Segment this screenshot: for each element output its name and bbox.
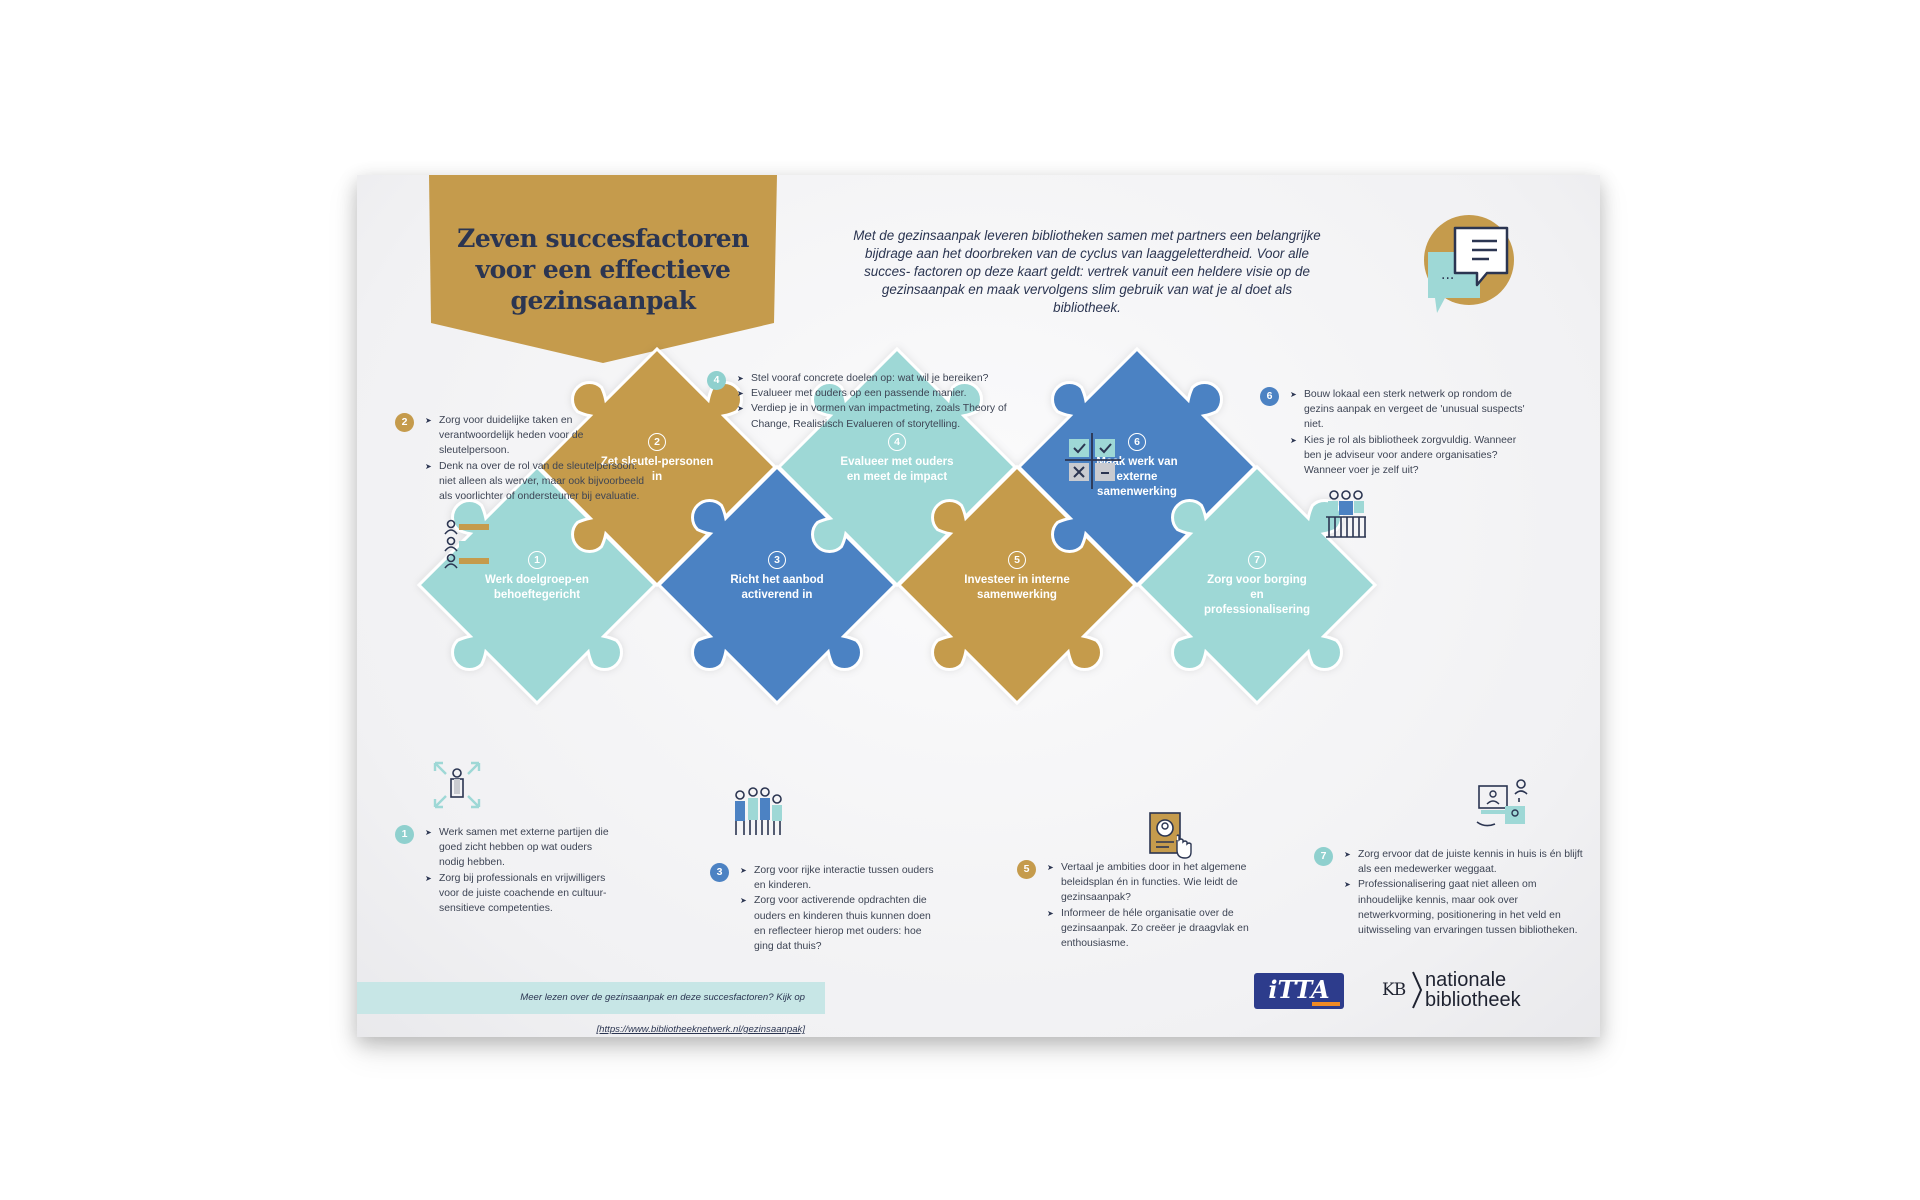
piece-number-badge: 4 <box>888 433 906 451</box>
info-block-5: 5 Vertaal je ambities door in het algemen… <box>1017 860 1257 951</box>
piece-label-text: Maak werk van externe samenwerking <box>1096 456 1178 498</box>
info-bullet: Werk samen met externe partijen die goed… <box>425 825 615 871</box>
footer-bar: Meer lezen over de gezinsaanpak en deze … <box>357 982 825 1035</box>
info-number-badge: 4 <box>707 371 726 390</box>
document-search-icon <box>1149 812 1192 859</box>
info-bullet: Zorg voor activerende opdrachten die oud… <box>740 893 935 954</box>
svg-text:...: ... <box>1441 267 1454 283</box>
puzzle-piece-7 <box>1136 464 1378 706</box>
piece-number-badge: 7 <box>1248 551 1266 569</box>
piece-number-badge: 6 <box>1128 433 1146 451</box>
piece-label-text: Richt het aanbod activerend in <box>730 574 824 601</box>
info-number-badge: 1 <box>395 825 414 844</box>
speech-bubbles-icon: ... <box>1424 215 1514 313</box>
kb-logo-line2: bibliotheek <box>1425 989 1521 1011</box>
info-bullet-list: Werk samen met externe partijen die goed… <box>395 825 615 916</box>
piece-label-text: Zorg voor borging en professionalisering <box>1203 574 1311 616</box>
piece-label-text: Werk doelgroep-en behoeftegericht <box>485 574 589 601</box>
piece-number-badge: 3 <box>768 551 786 569</box>
info-bullet: Verdiep je in vormen van impactmeting, z… <box>737 401 1007 431</box>
info-number-badge: 2 <box>395 413 414 432</box>
piece-label-text: Evalueer met ouders en meet de impact <box>840 456 954 483</box>
info-block-1: 1 Werk samen met externe partijen die goe… <box>395 825 615 916</box>
bracket-icon <box>1412 971 1423 1009</box>
network-people-icon <box>1326 490 1366 538</box>
info-bullet-list: Vertaal je ambities door in het algemene… <box>1017 860 1257 951</box>
info-bullet: Vertaal je ambities door in het algemene… <box>1047 860 1257 906</box>
info-bullet-list: Zorg voor rijke interactie tussen ouders… <box>710 863 935 954</box>
piece-number-badge: 5 <box>1008 551 1026 569</box>
piece-label-text: Investeer in interne samenwerking <box>964 574 1070 601</box>
itta-logo: iTTA <box>1254 973 1344 1009</box>
info-bullet: Kies je rol als bibliotheek zorgvuldig. … <box>1290 433 1530 479</box>
info-bullet: Zorg bij professionals en vrijwilligers … <box>425 871 615 917</box>
info-number-badge: 6 <box>1260 387 1279 406</box>
info-number-badge: 7 <box>1314 847 1333 866</box>
people-list-icon <box>444 519 489 569</box>
info-bullet-list: Zorg voor duidelijke taken en verantwoor… <box>395 413 645 504</box>
poster: Zeven succesfactoren voor een effectieve… <box>357 175 1600 1037</box>
footer-text: Meer lezen over de gezinsaanpak en deze … <box>520 992 805 1003</box>
info-bullet: Informeer de héle organisatie over de ge… <box>1047 906 1257 952</box>
info-bullet: Zorg voor rijke interactie tussen ouders… <box>740 863 935 893</box>
itta-logo-bar <box>1312 1002 1340 1006</box>
piece-number-badge: 2 <box>648 433 666 451</box>
checklist-grid-icon <box>1065 433 1121 489</box>
info-bullet: Zorg voor duidelijke taken en verantwoor… <box>425 413 645 459</box>
info-block-7: 7 Zorg ervoor dat de juiste kennis in hui… <box>1314 847 1584 938</box>
footer-link[interactable]: [https://www.bibliotheeknetwerk.nl/gezin… <box>596 1024 805 1035</box>
info-bullet: Stel vooraf concrete doelen op: wat wil … <box>737 371 1007 386</box>
info-bullet: Denk na over de rol van de sleutelpersoo… <box>425 459 645 505</box>
info-block-3: 3 Zorg voor rijke interactie tussen ouder… <box>710 863 935 954</box>
info-number-badge: 5 <box>1017 860 1036 879</box>
info-bullet: Evalueer met ouders op een passende mani… <box>737 386 1007 401</box>
info-block-4: 4 Stel vooraf concrete doelen op: wat wil… <box>707 371 1007 432</box>
info-bullet-list: Stel vooraf concrete doelen op: wat wil … <box>707 371 1007 432</box>
itta-logo-text: iTTA <box>1268 975 1330 1004</box>
kb-logo-line1: nationale <box>1425 969 1507 991</box>
info-bullet: Professionalisering gaat niet alleen om … <box>1344 877 1584 938</box>
info-block-2: 2 Zorg voor duidelijke taken en verantwoo… <box>395 413 645 504</box>
intro-text: Met de gezinsaanpak leveren bibliotheken… <box>853 228 1321 315</box>
title-banner <box>429 175 777 363</box>
info-bullet: Zorg ervoor dat de juiste kennis in huis… <box>1344 847 1584 877</box>
expand-person-icon <box>433 761 481 809</box>
info-bullet-list: Bouw lokaal een sterk netwerk op rondom … <box>1260 387 1530 478</box>
piece-number-badge: 1 <box>528 551 546 569</box>
page-title: Zeven succesfactoren voor een effectieve… <box>457 224 749 315</box>
info-bullet-list: Zorg ervoor dat de juiste kennis in huis… <box>1314 847 1584 938</box>
kb-logo-mark: KB <box>1382 980 1406 1000</box>
info-number-badge: 3 <box>710 863 729 882</box>
info-bullet: Bouw lokaal een sterk netwerk op rondom … <box>1290 387 1530 433</box>
knowledge-transfer-icon <box>1476 779 1528 827</box>
info-block-6: 6 Bouw lokaal een sterk netwerk op rondom… <box>1260 387 1530 478</box>
family-icon <box>735 787 782 835</box>
